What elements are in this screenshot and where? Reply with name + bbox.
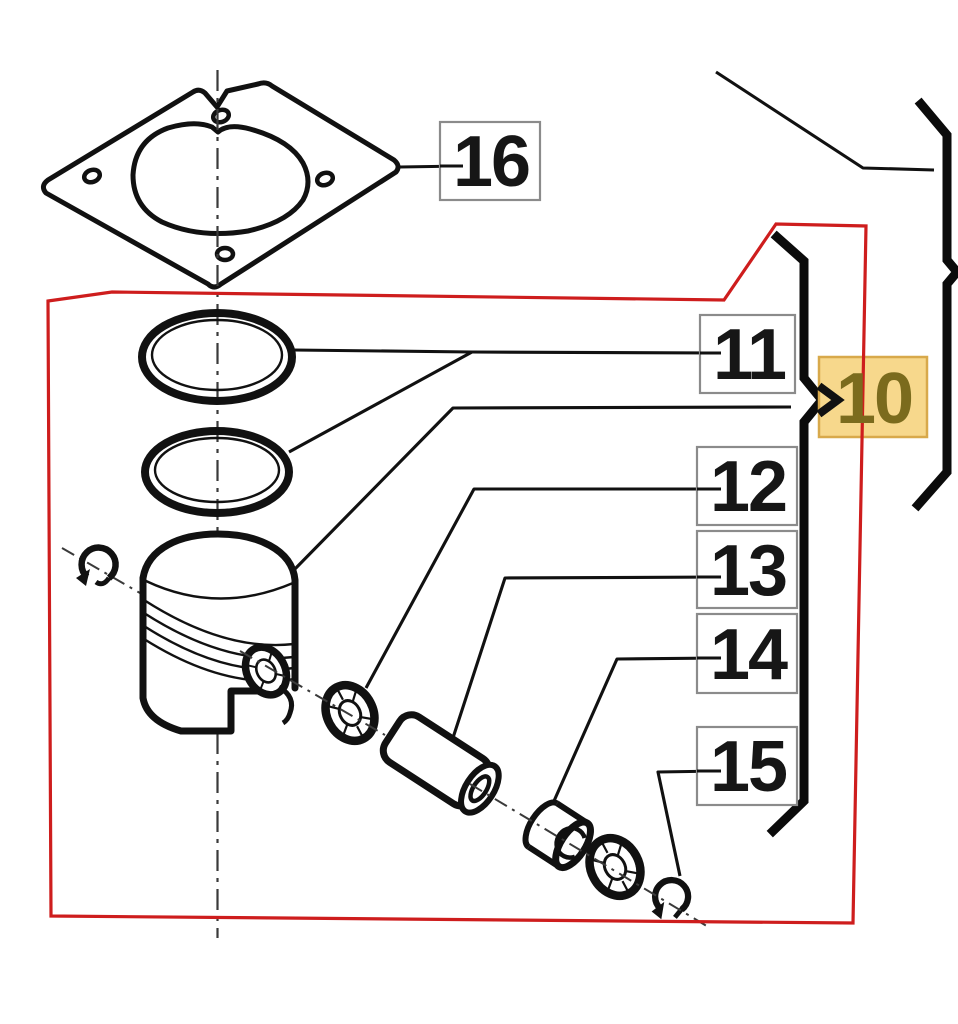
callout-14[interactable]: 14: [695, 612, 799, 695]
brace-arrow-icon: [816, 382, 845, 418]
cylinder-gasket: [40, 80, 401, 290]
callout-13[interactable]: 13: [695, 529, 799, 611]
leader-line-13: [448, 575, 722, 748]
callout-box[interactable]: [695, 725, 799, 807]
ring-outer: [141, 427, 293, 517]
leader-line-11: [292, 348, 722, 355]
ring-groove: [143, 598, 295, 647]
callout-box[interactable]: [695, 445, 799, 527]
piston-outline: [139, 530, 299, 735]
washer-hatch: [326, 687, 373, 739]
pin-bore: [468, 774, 492, 804]
assembly-axis-line: [469, 783, 711, 929]
callout-number: 16: [453, 122, 529, 202]
lock-washer-front: [321, 680, 379, 746]
callout-number: 15: [710, 727, 787, 807]
circlip-left: [76, 544, 119, 587]
circlip-tab: [94, 576, 112, 587]
piston: [139, 530, 299, 735]
washer-outer: [241, 643, 291, 699]
callout-16[interactable]: 16: [438, 120, 542, 202]
pin-boss-clip-tail: [277, 684, 295, 726]
circlip-ring: [651, 876, 692, 913]
callout-number: 11: [713, 315, 786, 395]
circlip-ring: [78, 544, 119, 581]
circlip-tab: [673, 905, 686, 919]
wrist-pin: [379, 711, 502, 816]
lock-washer-rear: [585, 833, 645, 901]
group-brace-right: [911, 97, 958, 512]
pin-boss-washer: [241, 643, 291, 699]
selection-outline-red: [46, 222, 868, 925]
adjacent-leader-line: [715, 70, 935, 172]
washer-inner: [254, 658, 278, 684]
ring-inner: [153, 436, 281, 504]
washer-inner: [337, 699, 363, 727]
gasket-outline: [40, 80, 401, 290]
callout-number: 12: [710, 447, 786, 527]
gasket-bolt-hole: [214, 245, 236, 263]
leader-stubs: [440, 164, 721, 773]
callout-12[interactable]: 12: [695, 445, 799, 527]
gasket-bolt-hole: [314, 170, 336, 188]
callout-15[interactable]: 15: [695, 725, 799, 807]
gasket-port-opening: [130, 121, 311, 237]
callout-box[interactable]: [695, 612, 799, 695]
circlip-right: [651, 876, 692, 920]
circlip-tip: [76, 569, 90, 586]
leader-line-piston-group: [289, 405, 792, 575]
piston-ring-bottom: [141, 427, 293, 517]
leader-line-12: [364, 487, 721, 689]
washer-outer: [585, 833, 645, 901]
leader-line-14: [552, 656, 722, 802]
bearing-cage: [554, 825, 587, 860]
piston-crown-edge: [145, 579, 294, 600]
washer-inner: [602, 853, 628, 881]
leader-line-11-branch: [288, 350, 473, 454]
gasket-bolt-hole: [81, 167, 103, 185]
ring-inner: [150, 318, 284, 392]
callout-box[interactable]: [438, 120, 542, 202]
callout-11[interactable]: 11: [698, 313, 797, 395]
callout-box[interactable]: [695, 529, 799, 610]
ring-outer: [138, 309, 296, 405]
washer-hatch: [246, 653, 285, 691]
piston-ring-top: [138, 309, 296, 405]
circlip-tip: [651, 901, 665, 920]
callout-number: 13: [710, 531, 786, 611]
washer-outer: [321, 680, 379, 746]
callout-number: 14: [710, 615, 788, 695]
callout-number-10[interactable]: 10: [836, 359, 914, 439]
